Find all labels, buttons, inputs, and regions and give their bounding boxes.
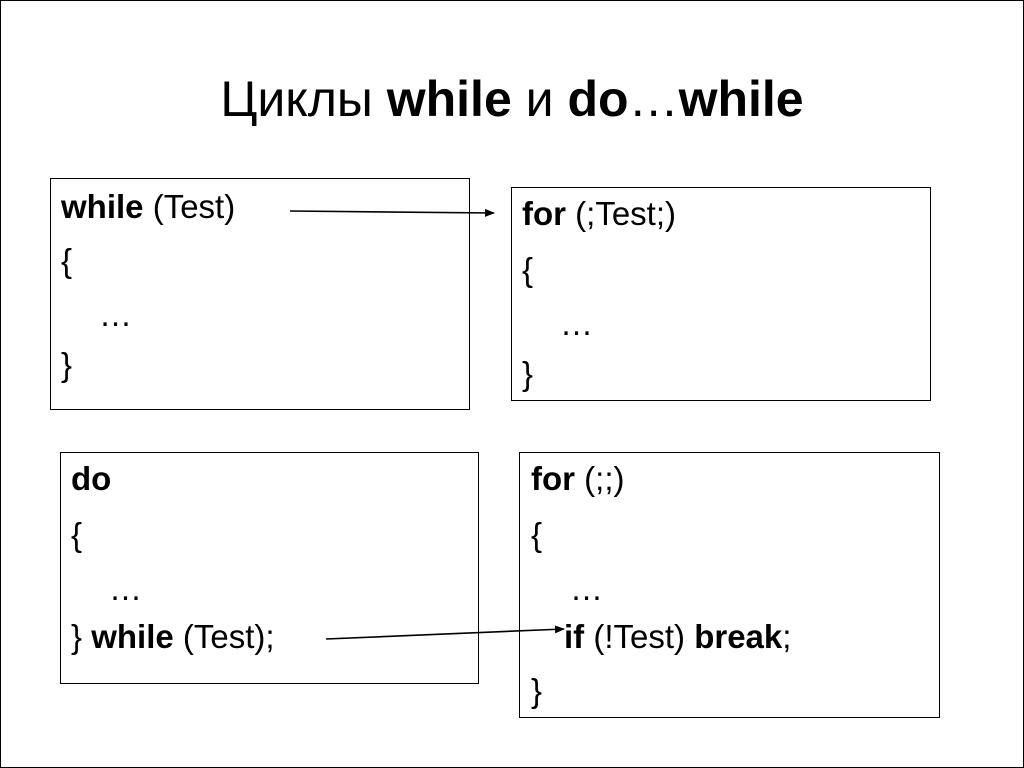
do-while-keyword: while	[91, 618, 174, 655]
title-conjunction: и	[511, 71, 568, 127]
for-keyword: for	[522, 195, 566, 232]
title-prefix: Циклы	[220, 71, 387, 127]
for-infinite-body-ellipsis: …	[570, 570, 603, 607]
while-header-line: while (Test)	[61, 187, 235, 227]
break-keyword: break	[694, 618, 783, 655]
if-break-line: if (!Test) break;	[564, 617, 791, 657]
for-test-body-ellipsis: …	[560, 305, 593, 342]
while-body-ellipsis: …	[99, 296, 132, 333]
for-infinite-condition: (;;)	[575, 460, 625, 497]
for-test-open-brace: {	[522, 251, 534, 288]
for-infinite-open-brace: {	[531, 516, 543, 553]
for-infinite-header-line: for (;;)	[531, 459, 624, 499]
for-test-close-brace: }	[522, 355, 534, 392]
do-while-tail-line: } while (Test);	[71, 617, 275, 657]
while-condition: (Test)	[143, 188, 236, 225]
for-infinite-box: for (;;) { … if (!Test) break; }	[519, 452, 940, 718]
for-test-header-line: for (;Test;)	[522, 194, 676, 234]
title-keyword-while-2: while	[678, 71, 804, 127]
for-infinite-keyword: for	[531, 460, 575, 497]
do-open-brace: {	[71, 516, 83, 553]
if-keyword: if	[564, 618, 585, 655]
title-ellipsis: …	[628, 71, 679, 127]
do-header-line: do	[71, 459, 111, 499]
do-body-ellipsis: …	[109, 570, 142, 607]
do-while-box: do { … } while (Test);	[60, 452, 479, 684]
slide-title: Циклы while и do…while	[0, 64, 1024, 134]
break-semicolon: ;	[782, 618, 792, 655]
do-close-brace: }	[71, 618, 92, 655]
while-keyword: while	[61, 188, 144, 225]
do-keyword: do	[71, 460, 112, 497]
title-keyword-while: while	[386, 71, 512, 127]
while-close-brace: }	[61, 346, 73, 383]
for-test-box: for (;Test;) { … }	[511, 187, 931, 401]
if-condition: (!Test)	[584, 618, 695, 655]
while-loop-box: while (Test) { … }	[50, 178, 470, 410]
for-test-condition: (;Test;)	[566, 195, 677, 232]
title-keyword-do: do	[567, 71, 629, 127]
while-open-brace: {	[61, 242, 73, 279]
do-while-condition: (Test);	[173, 618, 275, 655]
for-infinite-close-brace: }	[531, 672, 543, 709]
